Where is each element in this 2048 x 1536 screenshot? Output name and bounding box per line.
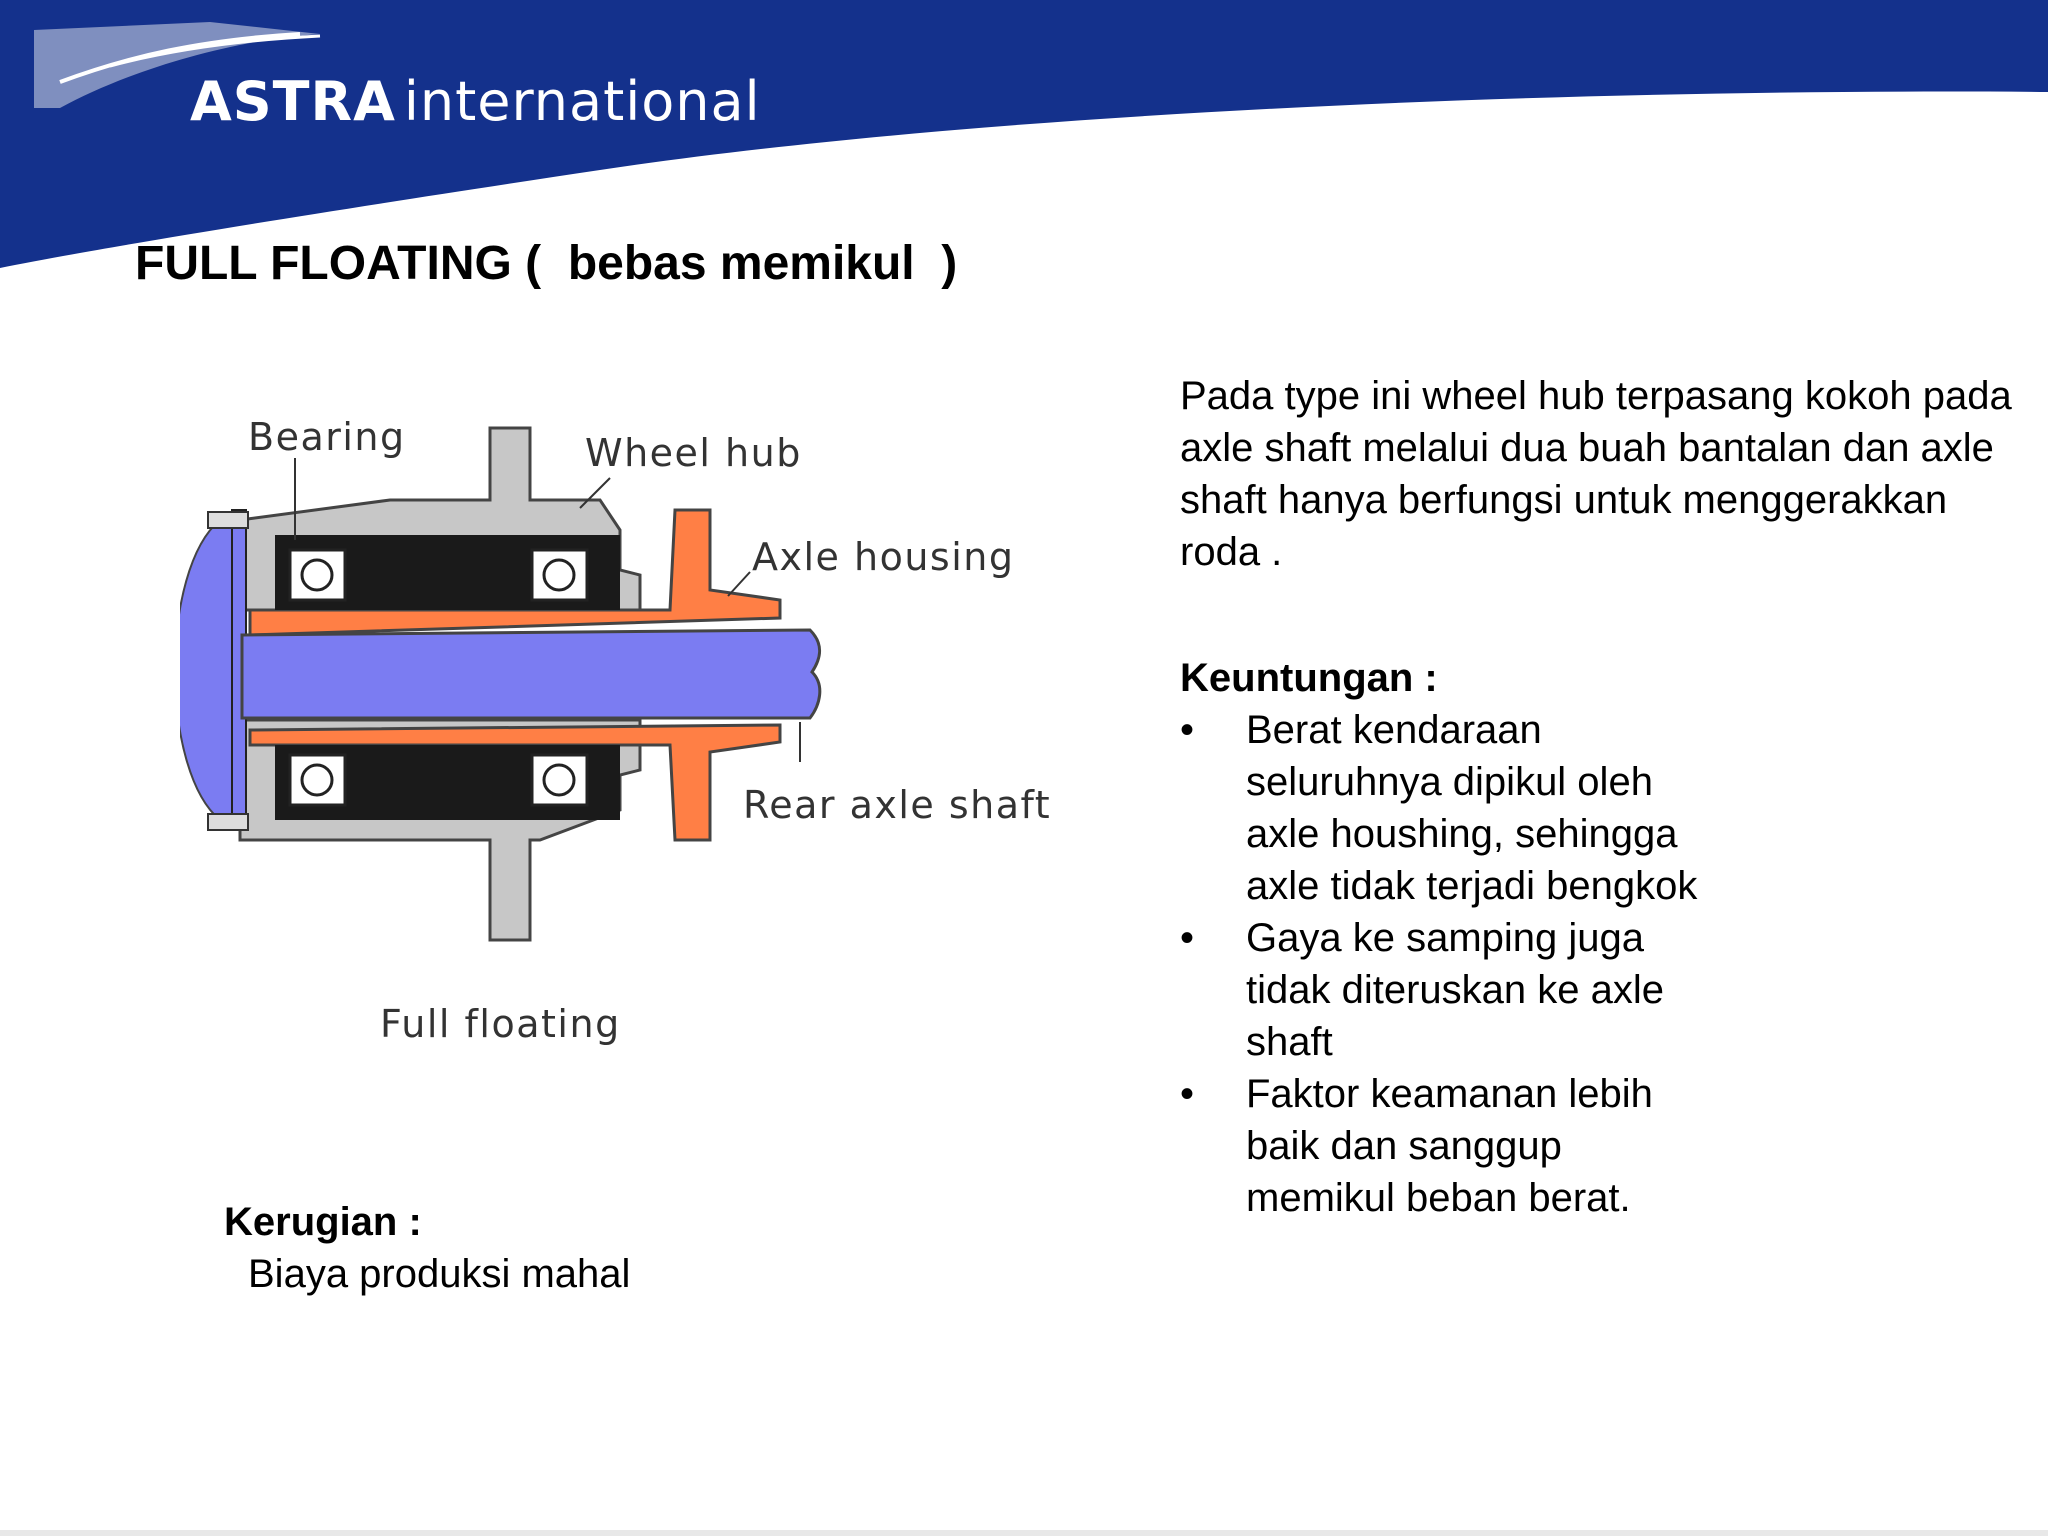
leader-wheel-hub [579, 477, 611, 509]
disadvantages-title: Kerugian : [224, 1200, 422, 1244]
list-item: • Faktor keamanan lebih baik dan sanggup … [1180, 1068, 1716, 1224]
diagram-caption: Full floating [380, 1002, 621, 1046]
label-bearing: Bearing [248, 415, 406, 459]
bearing-upper-right [530, 548, 589, 602]
disadvantages-text: Biaya produksi mahal [248, 1252, 631, 1296]
footer-divider [0, 1530, 2048, 1536]
right-column: Pada type ini wheel hub terpasang kokoh … [1180, 370, 2020, 1224]
full-floating-diagram: Bearing Wheel hub Axle housing Rear axle… [180, 415, 1051, 1046]
bullet: • [1180, 708, 1195, 752]
list-item: • Berat kendaraan seluruhnya dipikul oleh… [1180, 704, 1716, 912]
brand-light: international [403, 70, 761, 133]
label-axle-housing: Axle housing [752, 535, 1014, 579]
advantages-title: Keuntungan : [1180, 656, 1438, 700]
bearing-upper-left [288, 548, 347, 602]
advantage-text: Berat kendaraan seluruhnya dipikul oleh … [1246, 708, 1698, 908]
header-band [0, 0, 2048, 268]
astra-logo-swoosh-icon [34, 22, 321, 108]
leader-axle-housing [727, 571, 751, 597]
bolt-bottom [207, 813, 249, 831]
bullet: • [1180, 916, 1195, 960]
bolt-top [207, 511, 249, 529]
description: Pada type ini wheel hub terpasang kokoh … [1180, 374, 2012, 574]
disadvantages: Kerugian : Biaya produksi mahal [224, 1196, 630, 1300]
brand-bold: ASTRA [190, 70, 396, 133]
slide-title: FULL FLOATING ( bebas memikul ) [135, 237, 958, 290]
label-rear-axle-shaft: Rear axle shaft [743, 783, 1051, 827]
list-item: • Gaya ke samping juga tidak diteruskan k… [1180, 912, 1716, 1068]
advantage-text: Gaya ke samping juga tidak diteruskan ke… [1246, 916, 1665, 1064]
bearing-lower-left [288, 753, 347, 807]
label-wheel-hub: Wheel hub [585, 431, 802, 475]
header-blue-band [0, 0, 2048, 268]
bearing-lower-right [530, 753, 589, 807]
rear-axle-shaft [240, 628, 822, 720]
bullet: • [1180, 1072, 1195, 1116]
advantage-text: Faktor keamanan lebih baik dan sanggup m… [1246, 1072, 1653, 1220]
advantages-list: • Berat kendaraan seluruhnya dipikul oleh… [1180, 704, 2020, 1224]
